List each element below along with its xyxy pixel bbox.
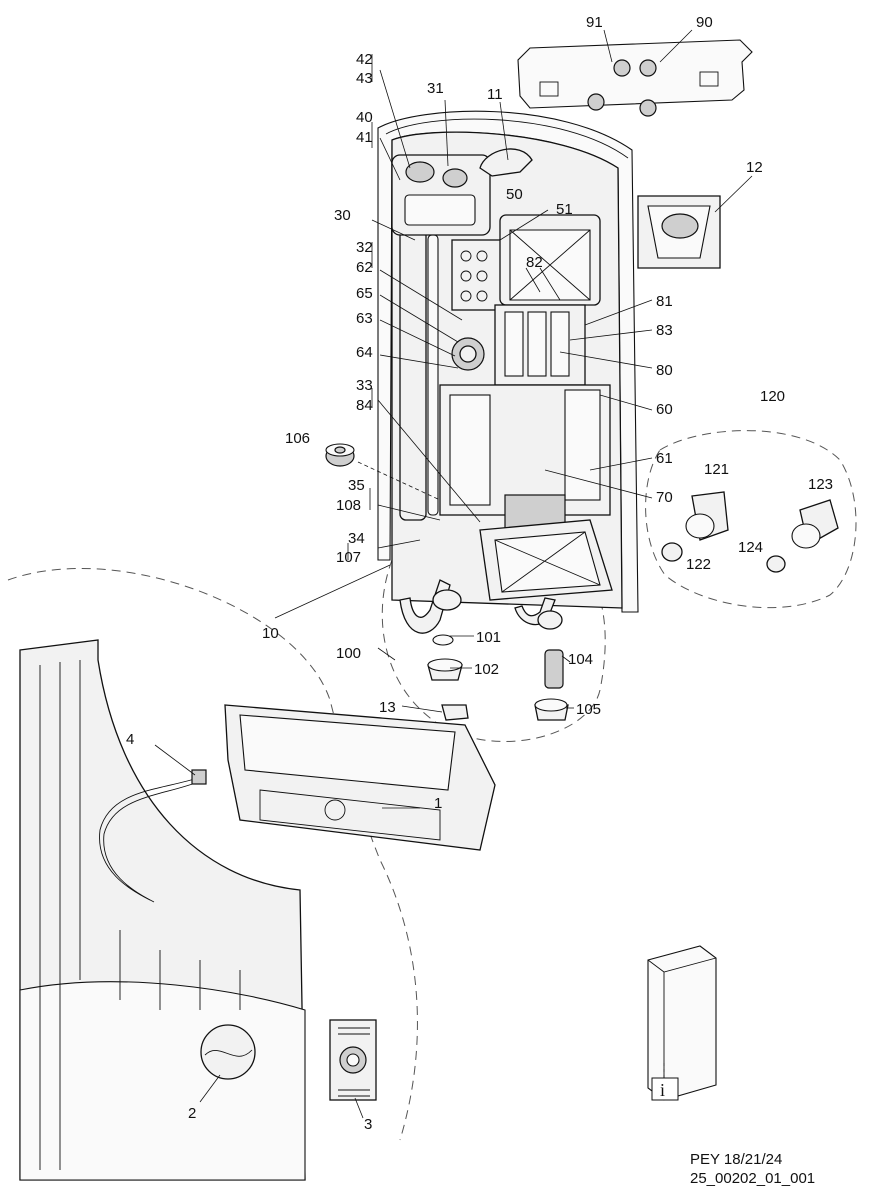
power-module — [499, 214, 601, 306]
cable-clip — [479, 148, 533, 177]
callout-41: 41 — [356, 129, 373, 146]
callout-80: 80 — [656, 362, 673, 379]
callout-1: 1 — [434, 795, 442, 812]
potentiometer-board — [329, 1019, 377, 1101]
callout-4: 4 — [126, 731, 134, 748]
callout-70: 70 — [656, 489, 673, 506]
earth-clip — [441, 704, 469, 721]
callout-105: 105 — [576, 701, 601, 718]
relay-bank — [494, 304, 586, 386]
leader-lines — [154, 29, 753, 1119]
callout-83: 83 — [656, 322, 673, 339]
callout-10: 10 — [262, 625, 279, 642]
control-board — [439, 384, 611, 536]
water-connections — [399, 579, 569, 721]
callout-107: 107 — [336, 549, 361, 566]
info-symbol: i — [660, 1080, 665, 1100]
callout-11: 11 — [487, 86, 503, 103]
documentation-box: i — [647, 945, 717, 1101]
callout-43: 43 — [356, 70, 373, 87]
callout-31: 31 — [427, 80, 444, 97]
safety-thermostat — [451, 337, 485, 371]
callout-61: 61 — [656, 450, 673, 467]
callout-124: 124 — [738, 539, 763, 556]
connection-group-100-outline — [381, 559, 606, 742]
callout-106: 106 — [285, 430, 310, 447]
callout-60: 60 — [656, 401, 673, 418]
connection-fittings-120 — [661, 491, 839, 573]
callout-2: 2 — [188, 1105, 196, 1122]
wiring-harness — [99, 769, 207, 903]
bottom-lid — [479, 519, 613, 601]
callout-30: 30 — [334, 207, 351, 224]
callout-100: 100 — [336, 645, 361, 662]
callout-64: 64 — [356, 344, 373, 361]
callout-40: 40 — [356, 109, 373, 126]
callout-35: 35 — [348, 477, 365, 494]
callout-32: 32 — [356, 239, 373, 256]
lower-housing-part — [224, 704, 496, 851]
callout-104: 104 — [568, 651, 593, 668]
callout-63: 63 — [356, 310, 373, 327]
callout-65: 65 — [356, 285, 373, 302]
callout-101: 101 — [476, 629, 501, 646]
drawing-number: 25_00202_01_001 — [690, 1170, 816, 1187]
callout-102: 102 — [474, 661, 499, 678]
callout-3: 3 — [364, 1116, 372, 1133]
callout-84: 84 — [356, 397, 373, 414]
callout-123: 123 — [808, 476, 833, 493]
callout-121: 121 — [704, 461, 729, 478]
callout-51: 51 — [556, 201, 573, 218]
connection-group-120-outline — [645, 430, 857, 609]
callout-120: 120 — [760, 388, 785, 405]
callout-13: 13 — [379, 699, 396, 716]
callout-50: 50 — [506, 186, 523, 203]
cable-entry-grommet — [637, 195, 721, 269]
callout-122: 122 — [686, 556, 711, 573]
callout-12: 12 — [746, 159, 763, 176]
callout-82: 82 — [526, 254, 543, 271]
terminal-block — [451, 239, 505, 311]
callout-90: 90 — [696, 14, 713, 31]
heating-element — [399, 229, 439, 521]
model-designation: PEY 18/21/24 — [690, 1151, 783, 1168]
flow-valve-assembly — [391, 154, 491, 236]
callout-108: 108 — [336, 497, 361, 514]
mounting-bracket — [517, 39, 753, 117]
callout-34: 34 — [348, 530, 365, 547]
callout-62: 62 — [356, 259, 373, 276]
fitting-106 — [325, 443, 355, 467]
callout-42: 42 — [356, 51, 373, 68]
temperature-knob — [200, 1024, 256, 1080]
callout-labels: 91 90 42 43 31 11 40 41 12 50 51 30 32 8… — [126, 14, 833, 1133]
callout-91: 91 — [586, 14, 603, 31]
callout-81: 81 — [656, 293, 673, 310]
callout-33: 33 — [356, 377, 373, 394]
